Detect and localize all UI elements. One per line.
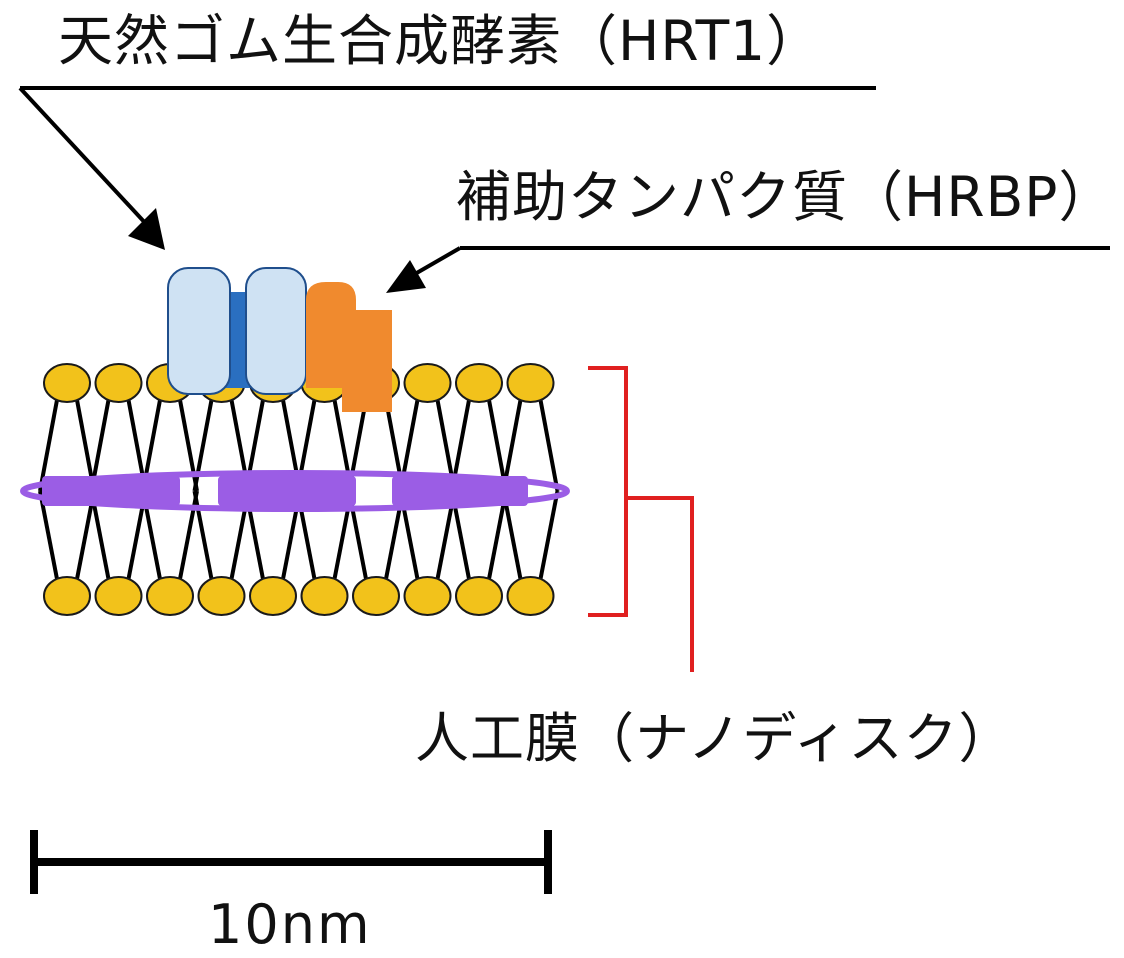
lipid-head — [506, 576, 555, 616]
lipid-head — [197, 576, 246, 616]
lipid-tail — [75, 399, 96, 492]
belt-segment — [42, 476, 180, 506]
lipid-tail — [38, 399, 59, 492]
lipid-tail — [192, 399, 214, 492]
belt-segment — [392, 476, 528, 506]
lipid-tail — [538, 490, 560, 580]
hrt1-arrowhead — [128, 208, 165, 250]
lipid-head — [506, 363, 555, 403]
hrt1-leader — [18, 86, 876, 250]
lower-leaflet-heads — [43, 576, 555, 616]
lipid-tail — [178, 490, 199, 580]
lipid-head — [403, 363, 452, 403]
belt-segments — [42, 476, 528, 506]
scaffold-belt — [20, 470, 570, 512]
lipid-head — [249, 576, 297, 616]
belt-segment — [218, 476, 356, 506]
lipid-tail — [487, 399, 508, 492]
lipid-head — [300, 576, 349, 616]
lipid-head — [43, 576, 91, 616]
lipid-head — [146, 576, 194, 616]
hrt1-enzyme — [167, 267, 307, 395]
hrbp-body — [306, 282, 392, 412]
hrt1-subunit-right — [245, 267, 307, 395]
membrane-bracket — [588, 366, 694, 672]
lipid-tail — [538, 399, 560, 492]
hrbp-leader — [386, 246, 1110, 293]
lipid-tail — [38, 490, 59, 580]
lipid-head — [403, 576, 452, 616]
lipid-head — [43, 363, 91, 403]
scale-bar — [30, 830, 552, 894]
hrt1-subunit-left — [167, 267, 231, 395]
lipid-head — [94, 363, 143, 403]
lipid-tail — [89, 399, 111, 492]
hrbp-arrowhead — [386, 260, 426, 293]
belt-ring — [20, 470, 570, 512]
hrbp-protein — [306, 282, 392, 412]
hrt1-label: 天然ゴム生合成酵素（HRT1） — [58, 9, 823, 73]
lipid-tail — [501, 399, 523, 492]
lipid-head — [455, 363, 503, 403]
nanodisc-label: 人工膜（ナノディスク） — [415, 707, 1014, 770]
hrbp-label: 補助タンパク質（HRBP） — [456, 165, 1115, 229]
lipid-head — [94, 576, 143, 616]
lipid-head — [352, 576, 400, 616]
scale-label: 10nm — [208, 893, 372, 956]
lipid-head — [455, 576, 503, 616]
lipid-tail — [192, 490, 214, 580]
